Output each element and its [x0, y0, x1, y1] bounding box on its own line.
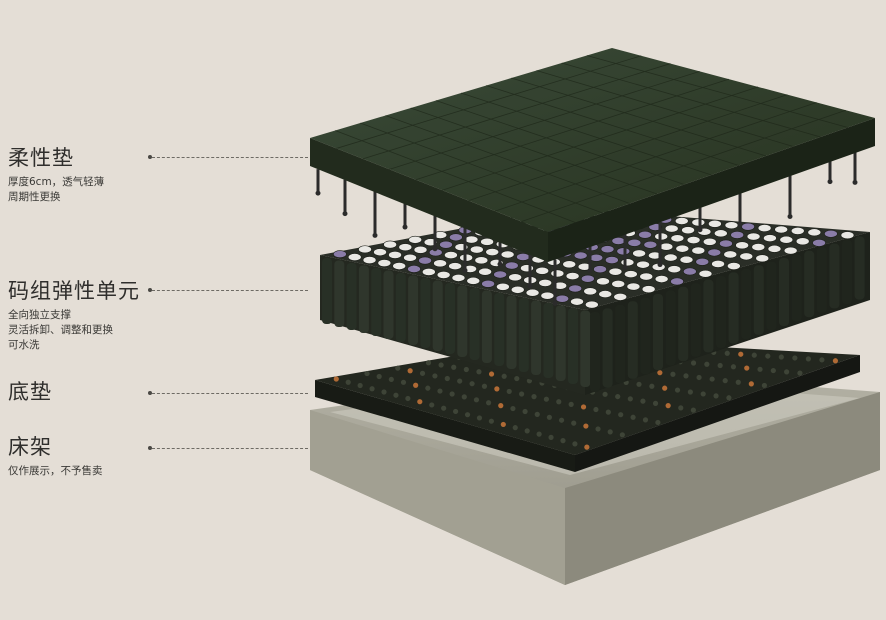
- soft-pad: [310, 48, 875, 306]
- label-bed-frame: 床架 仅作展示，不予售卖: [8, 434, 103, 479]
- label-title: 码组弹性单元: [8, 279, 140, 303]
- leader-dot-base-pad: [148, 391, 152, 395]
- leader-line-base-pad: [152, 393, 308, 394]
- leader-line-spring-units: [152, 290, 308, 291]
- label-line: 周期性更换: [8, 191, 61, 203]
- label-soft-pad: 柔性垫 厚度6cm，透气轻薄 周期性更换: [8, 145, 104, 205]
- label-line: 可水洗: [8, 339, 40, 351]
- leader-dot-spring-units: [148, 288, 152, 292]
- leader-dot-bed-frame: [148, 446, 152, 450]
- label-line: 厚度6cm，透气轻薄: [8, 176, 105, 188]
- label-line: 仅作展示，不予售卖: [8, 465, 103, 477]
- label-title: 床架: [8, 435, 52, 459]
- label-line: 灵活拆卸、调整和更换: [8, 324, 113, 336]
- label-title: 柔性垫: [8, 146, 74, 170]
- label-base-pad: 底垫: [8, 379, 52, 405]
- leader-dot-soft-pad: [148, 155, 152, 159]
- label-spring-units: 码组弹性单元 全向独立支撑 灵活拆卸、调整和更换 可水洗: [8, 278, 140, 353]
- leader-line-bed-frame: [152, 448, 308, 449]
- label-line: 全向独立支撑: [8, 309, 71, 321]
- leader-line-soft-pad: [152, 157, 308, 158]
- label-title: 底垫: [8, 380, 52, 404]
